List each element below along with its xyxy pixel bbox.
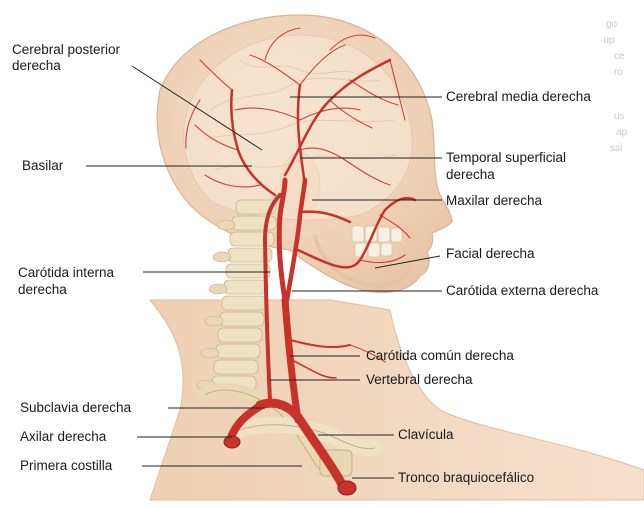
- label-tronco-braquiocefalico: Tronco braquiocefálico: [398, 470, 534, 486]
- label-clavicula: Clavícula: [398, 427, 454, 443]
- label-vertebral: Vertebral derecha: [366, 372, 473, 388]
- label-maxilar: Maxilar derecha: [446, 193, 542, 209]
- bleed-text-1: go: [606, 18, 617, 31]
- label-carotida-interna-line1: Carótida interna: [18, 265, 114, 281]
- label-carotida-comun: Carótida común derecha: [366, 348, 514, 364]
- label-carotida-externa: Carótida externa derecha: [446, 283, 598, 299]
- bleed-text-4: ro: [614, 66, 623, 79]
- tronco-cut: [338, 481, 356, 495]
- bleed-text-3: ce: [614, 50, 625, 63]
- label-cerebral-posterior-line1: Cerebral posterior: [12, 42, 120, 58]
- label-basilar: Basilar: [22, 158, 63, 174]
- label-temporal-line1: Temporal superficial: [446, 150, 566, 166]
- label-cerebral-posterior-line2: derecha: [12, 58, 61, 74]
- bleed-text-2: -up: [600, 34, 614, 47]
- bleed-text-7: ssi: [610, 142, 622, 155]
- label-primera-costilla: Primera costilla: [20, 458, 112, 474]
- bleed-text-5: us: [614, 110, 625, 123]
- axilar-cut: [224, 436, 240, 448]
- label-subclavia: Subclavia derecha: [20, 400, 131, 416]
- label-facial: Facial derecha: [446, 246, 535, 262]
- bleed-text-6: ap: [616, 126, 627, 139]
- label-temporal-line2: derecha: [446, 167, 495, 183]
- label-carotida-interna-line2: derecha: [18, 282, 67, 298]
- label-axilar: Axilar derecha: [20, 429, 106, 445]
- label-cerebral-media: Cerebral media derecha: [446, 89, 591, 105]
